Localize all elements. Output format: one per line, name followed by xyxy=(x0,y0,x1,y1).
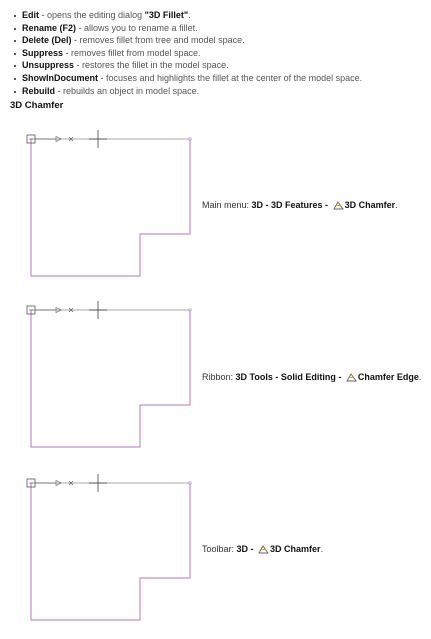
corner-marker xyxy=(188,481,192,485)
profile-outline xyxy=(30,483,191,621)
corner-marker xyxy=(188,137,192,141)
command-target: 3D Chamfer xyxy=(344,200,396,210)
command-description: removes fillet from tree and model space… xyxy=(79,35,245,46)
command-name: ShowInDocument xyxy=(22,72,98,83)
ucs-arrow-icon xyxy=(55,307,62,313)
list-item: Suppress - removes fillet from model spa… xyxy=(13,47,362,60)
chamfer-figure xyxy=(25,129,200,279)
chamfer-figure xyxy=(25,300,200,450)
list-item: Rename (F2) - allows you to rename a fil… xyxy=(13,22,362,35)
command-name: Suppress xyxy=(22,47,64,58)
list-item: Edit - opens the editing dialog "3D Fill… xyxy=(13,9,362,22)
list-item: Delete (Del) - removes fillet from tree … xyxy=(13,34,362,47)
command-description: rebuilds an object in model space. xyxy=(63,85,200,96)
profile-drawing xyxy=(26,301,192,448)
command-name: Rename (F2) xyxy=(22,22,77,33)
profile-outline xyxy=(30,139,191,277)
toolbar-path: Toolbar: 3D - 3D Chamfer. xyxy=(202,544,324,554)
chamfer-icon xyxy=(346,373,357,382)
list-item: Rebuild - rebuilds an object in model sp… xyxy=(13,85,362,98)
list-item: Unsuppress - restores the fillet in the … xyxy=(13,59,362,72)
corner-marker xyxy=(188,308,192,312)
command-description: removes fillet from model space. xyxy=(71,47,201,58)
command-name: Unsuppress xyxy=(22,60,75,71)
chamfer-icon xyxy=(258,545,269,554)
command-name: Rebuild xyxy=(22,85,55,96)
section-title: 3D Chamfer xyxy=(10,100,64,111)
command-description: allows you to rename a fillet. xyxy=(84,22,198,33)
command-description: focuses and highlights the fillet at the… xyxy=(106,72,363,83)
command-target: Chamfer Edge xyxy=(357,372,419,382)
ribbon-path: Ribbon: 3D Tools - Solid Editing - Chamf… xyxy=(202,372,422,382)
profile-drawing xyxy=(26,474,192,621)
main-menu-path: Main menu: 3D - 3D Features - 3D Chamfer… xyxy=(202,200,398,210)
command-target: 3D Chamfer xyxy=(270,544,321,554)
chamfer-figure xyxy=(25,473,200,623)
command-name: Edit xyxy=(22,10,39,20)
command-description: opens the editing dialog xyxy=(47,10,145,20)
ucs-arrow-icon xyxy=(55,480,62,486)
chamfer-icon xyxy=(332,201,344,210)
ucs-arrow-icon xyxy=(55,136,62,142)
list-item: ShowInDocument - focuses and highlights … xyxy=(13,72,363,83)
profile-outline xyxy=(30,310,191,448)
profile-drawing xyxy=(26,130,192,277)
command-description: restores the fillet in the model space. xyxy=(82,60,229,71)
command-name: Delete (Del) xyxy=(22,35,72,46)
command-list: Edit - opens the editing dialog "3D Fill… xyxy=(13,9,363,98)
dialog-name: "3D Fillet" xyxy=(144,10,189,20)
